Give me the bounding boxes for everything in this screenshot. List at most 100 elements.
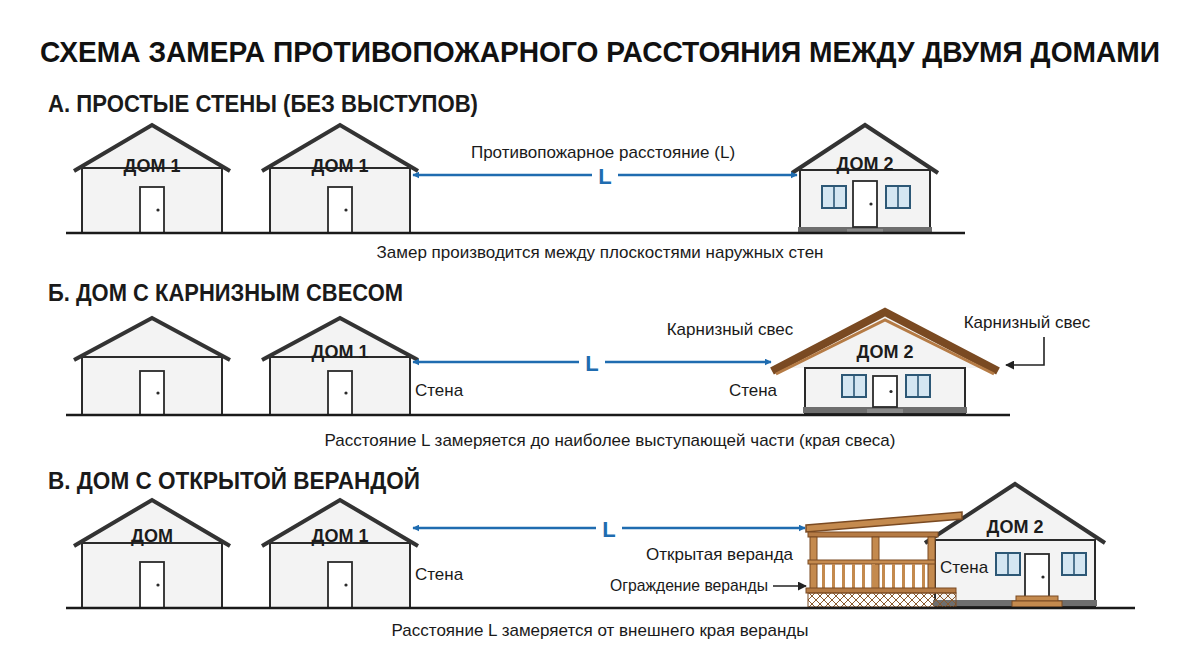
- window-bar: [917, 375, 919, 397]
- railing-top: [808, 560, 935, 564]
- leader-arrow: [773, 585, 806, 587]
- ground-line: [66, 414, 1010, 417]
- house-label: ДОМ 2: [837, 154, 894, 175]
- house-label: ДОМ 1: [312, 156, 369, 177]
- baluster: [852, 564, 855, 588]
- house-node: ДОМ 1: [262, 497, 412, 608]
- window: [1062, 553, 1086, 575]
- wall: [270, 357, 410, 415]
- baluster: [822, 564, 825, 588]
- step: [867, 409, 903, 413]
- baluster: [832, 564, 835, 588]
- house-label: ДОМ 2: [857, 342, 914, 363]
- house-node: ДОМ 2: [772, 309, 1000, 415]
- distance-label: L: [579, 351, 604, 376]
- gable: [925, 484, 1105, 540]
- wall: [82, 168, 222, 233]
- door: [140, 187, 164, 233]
- veranda-deck: [806, 588, 956, 593]
- roof: [74, 318, 230, 360]
- veranda-roof: [806, 512, 962, 532]
- baluster: [872, 564, 875, 588]
- door: [140, 562, 164, 608]
- door-knob: [156, 583, 159, 586]
- note-label: Расстояние L замеряется до наиболее выст…: [325, 431, 896, 451]
- window: [996, 553, 1020, 575]
- house-node: ДОМ 1: [262, 315, 412, 415]
- distance-label: L: [596, 517, 621, 542]
- baluster: [882, 564, 885, 588]
- note-label: Противопожарное расстояние (L): [471, 143, 735, 163]
- leader-lines: [773, 337, 1044, 586]
- note-label: Стена: [415, 381, 463, 401]
- house-label: ДОМ 1: [312, 526, 369, 547]
- house-label: ДОМ: [131, 526, 173, 547]
- door: [853, 181, 877, 227]
- door: [328, 187, 352, 233]
- note-label: Открытая веранда: [646, 545, 793, 565]
- house-node: ДОМ 1: [72, 122, 232, 233]
- door-knob: [156, 208, 159, 211]
- door-knob: [889, 390, 892, 393]
- house-node: ДОМ 2: [798, 122, 938, 233]
- note-label: Стена: [415, 565, 463, 585]
- section-heading: В. ДОМ С ОТКРЫТОЙ ВЕРАНДОЙ: [48, 467, 420, 495]
- house-node: ДОМ: [72, 497, 232, 608]
- distance-label: L: [592, 164, 617, 189]
- leader-arrow: [1006, 337, 1044, 365]
- baluster: [892, 564, 895, 588]
- house-drawing: [74, 500, 230, 608]
- door: [1025, 554, 1049, 600]
- door-knob: [869, 202, 872, 205]
- wall: [805, 368, 965, 413]
- door-knob: [344, 208, 347, 211]
- baluster: [842, 564, 845, 588]
- ground-line: [66, 607, 1135, 610]
- roof: [74, 500, 230, 546]
- note-label: Ограждение веранды: [610, 576, 768, 596]
- house-label: ДОМ 1: [312, 342, 369, 363]
- house-node: ДОМ 1: [262, 122, 412, 233]
- foundation: [933, 600, 1097, 606]
- wall: [935, 540, 1095, 606]
- roof-trim: [776, 320, 994, 374]
- house-drawing: [792, 125, 938, 233]
- wall: [270, 543, 410, 608]
- wall: [82, 543, 222, 608]
- door-knob: [156, 391, 159, 394]
- house-drawings: [74, 125, 1105, 608]
- baluster: [862, 564, 865, 588]
- window: [886, 186, 910, 208]
- window: [822, 186, 846, 208]
- ground-line: [66, 232, 965, 235]
- deck-lattice: [808, 593, 956, 607]
- house-label: ДОМ 2: [987, 517, 1044, 538]
- baluster: [902, 564, 905, 588]
- house-drawing: [262, 318, 418, 415]
- gable: [74, 318, 230, 357]
- veranda-beam: [808, 532, 938, 537]
- window-bar: [1073, 553, 1075, 575]
- house-node: ДОМ 2: [806, 482, 1100, 608]
- baluster: [922, 564, 925, 588]
- wall: [270, 168, 410, 233]
- note-label: Карнизный свес: [964, 313, 1091, 333]
- window-bar: [833, 186, 835, 208]
- diagram-title: СХЕМА ЗАМЕРА ПРОТИВОПОЖАРНОГО РАССТОЯНИЯ…: [40, 35, 1160, 70]
- house-drawing: [74, 318, 230, 415]
- veranda: [806, 512, 1062, 607]
- house-drawing: [262, 125, 418, 233]
- door: [873, 376, 897, 407]
- window-bar: [853, 375, 855, 397]
- door-knob: [1041, 575, 1044, 578]
- wall: [82, 357, 222, 415]
- note-label: Стена: [729, 381, 777, 401]
- window: [842, 375, 866, 397]
- window-bar: [1007, 553, 1009, 575]
- roof: [262, 500, 418, 546]
- door: [328, 371, 352, 415]
- note-label: Карнизный свес: [667, 320, 794, 340]
- door: [140, 371, 164, 415]
- door-knob: [344, 391, 347, 394]
